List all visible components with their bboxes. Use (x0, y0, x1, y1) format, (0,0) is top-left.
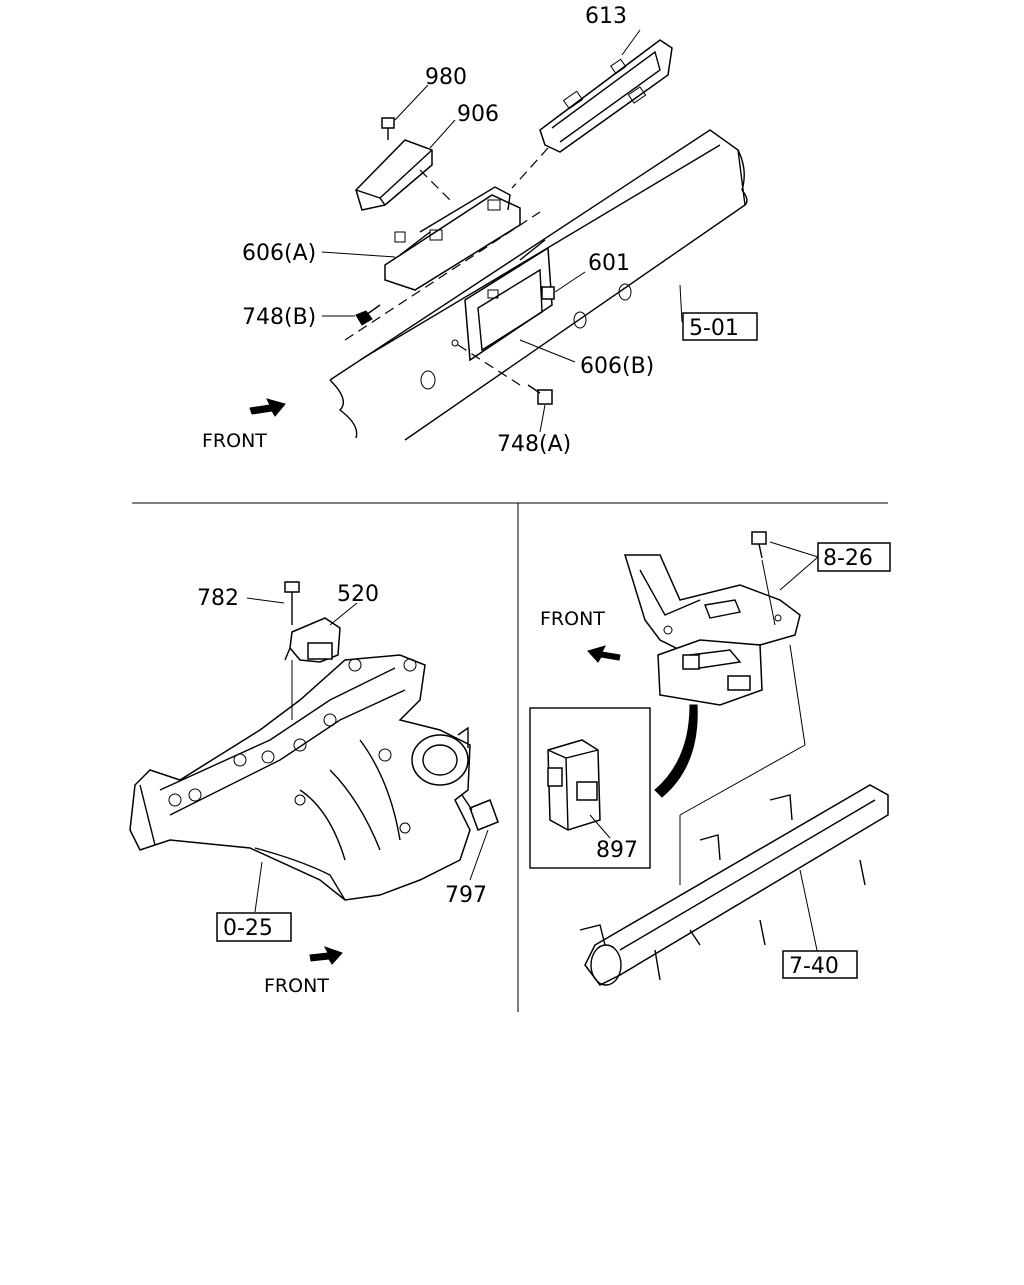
cross-member (579, 644, 889, 986)
callout-606b: 606(B) (580, 354, 654, 379)
section-dividers (132, 502, 888, 1012)
front-arrow-icon-top (249, 398, 286, 417)
part-906-controller (355, 139, 451, 211)
ref-0-25: 0-25 (223, 916, 273, 941)
ref-box-0-25: 0-25 (216, 912, 292, 942)
part-748b-bolt (355, 304, 381, 326)
ref-box-8-26: 8-26 (817, 542, 891, 572)
part-980-screw (381, 117, 395, 140)
mount-bolt (751, 531, 776, 626)
callout-782: 782 (197, 586, 239, 611)
front-arrow-icon-bottom-left (309, 946, 343, 965)
part-606b-bracket (451, 239, 553, 386)
part-797-sensor (461, 794, 499, 831)
inset-frame (529, 707, 651, 869)
curved-arrow (654, 704, 698, 798)
ref-5-01: 5-01 (689, 316, 739, 341)
callout-748b: 748(B) (242, 305, 316, 330)
ref-box-5-01: 5-01 (682, 312, 758, 341)
part-897-controller (547, 739, 601, 831)
part-613-cover (511, 39, 673, 189)
front-label-bottom-left: FRONT (264, 975, 329, 997)
callout-613: 613 (585, 4, 627, 29)
leader-lines-top (321, 29, 683, 433)
leader-lines-bottom-left (246, 597, 489, 913)
callout-906: 906 (457, 102, 499, 127)
part-748a-bolt (527, 384, 553, 405)
callout-980: 980 (425, 65, 467, 90)
controller-mount-assembly (529, 531, 889, 986)
ref-8-26: 8-26 (823, 546, 873, 571)
front-arrow-icon-bottom-right (587, 645, 621, 663)
callout-520: 520 (337, 582, 379, 607)
front-label-bottom-right: FRONT (540, 608, 605, 630)
part-601-nut (541, 286, 555, 300)
intake-manifold (129, 654, 471, 901)
front-label-top: FRONT (202, 430, 267, 452)
leader-lines-bottom-right (589, 541, 819, 956)
top-assembly (249, 29, 748, 441)
part-606a-bracket (384, 186, 521, 291)
callout-897: 897 (596, 838, 638, 863)
ref-7-40: 7-40 (789, 954, 839, 979)
callout-601: 601 (588, 251, 630, 276)
callout-606a: 606(A) (242, 241, 316, 266)
intake-manifold-assembly (129, 581, 499, 965)
part-782-bolt (284, 581, 300, 720)
callout-748a: 748(A) (497, 432, 571, 457)
part-520-sensor (284, 617, 341, 663)
ref-box-7-40: 7-40 (782, 950, 858, 979)
callout-797: 797 (445, 883, 487, 908)
